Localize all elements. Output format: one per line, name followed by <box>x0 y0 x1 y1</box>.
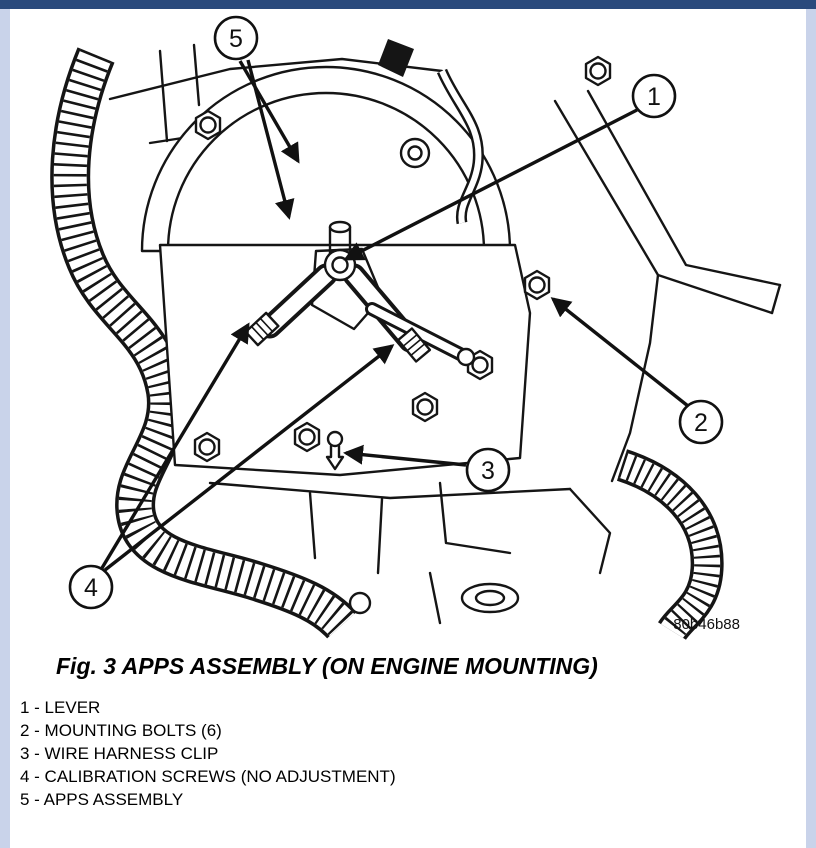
window-top-bar <box>0 0 816 9</box>
callout-2-number: 2 <box>694 409 708 437</box>
frame-bracket <box>378 39 414 77</box>
legend-item-3: 3 - WIRE HARNESS CLIP <box>20 744 219 763</box>
callout-2-arrow <box>550 297 690 408</box>
callout-1-number: 1 <box>647 83 661 111</box>
callout-arrows <box>100 59 690 572</box>
calibration-screw-right <box>396 327 432 363</box>
calibration-screw-left <box>244 311 280 347</box>
lever-assembly <box>244 220 476 367</box>
callout-5-arrow-b <box>246 59 295 220</box>
figure-caption: Fig. 3 APPS ASSEMBLY (ON ENGINE MOUNTING… <box>56 653 598 679</box>
callout-1-arrow <box>343 108 638 261</box>
legend-item-5: 5 - APPS ASSEMBLY <box>20 790 184 809</box>
apps-assembly-housing <box>140 65 512 253</box>
right-harness-hose <box>616 449 724 641</box>
callout-3: 3 <box>465 447 511 493</box>
figure-panel: 5 1 2 3 4 80b46b88 Fig. 3 APPS ASSEMBLY … <box>10 9 806 848</box>
figure-code: 80b46b88 <box>673 616 740 633</box>
lower-engine-details <box>308 481 612 625</box>
figure-legend: 1 - LEVER 2 - MOUNTING BOLTS (6) 3 - WIR… <box>20 696 806 811</box>
left-harness-hose <box>50 47 357 639</box>
engine-structure <box>108 39 782 483</box>
callout-2: 2 <box>678 399 724 445</box>
callout-3-arrow <box>343 444 467 467</box>
callout-5-arrow-a <box>238 60 300 164</box>
callout-4: 4 <box>68 564 114 610</box>
legend-item-4: 4 - CALIBRATION SCREWS (NO ADJUSTMENT) <box>20 767 396 786</box>
callout-5-number: 5 <box>229 25 243 53</box>
wire-harness-clip <box>325 430 345 471</box>
engine-diagram: 5 1 2 3 4 80b46b88 <box>50 15 782 641</box>
mounting-plate <box>158 243 572 500</box>
callout-4-number: 4 <box>84 574 98 602</box>
callout-3-number: 3 <box>481 457 495 485</box>
legend-item-1: 1 - LEVER <box>20 698 101 717</box>
callout-4-arrow-a <box>100 322 250 569</box>
callout-4-arrow-b <box>103 344 395 572</box>
vacuum-tube <box>399 68 484 225</box>
callout-5: 5 <box>213 15 259 61</box>
callout-1: 1 <box>631 73 677 119</box>
legend-item-2: 2 - MOUNTING BOLTS (6) <box>20 721 222 740</box>
